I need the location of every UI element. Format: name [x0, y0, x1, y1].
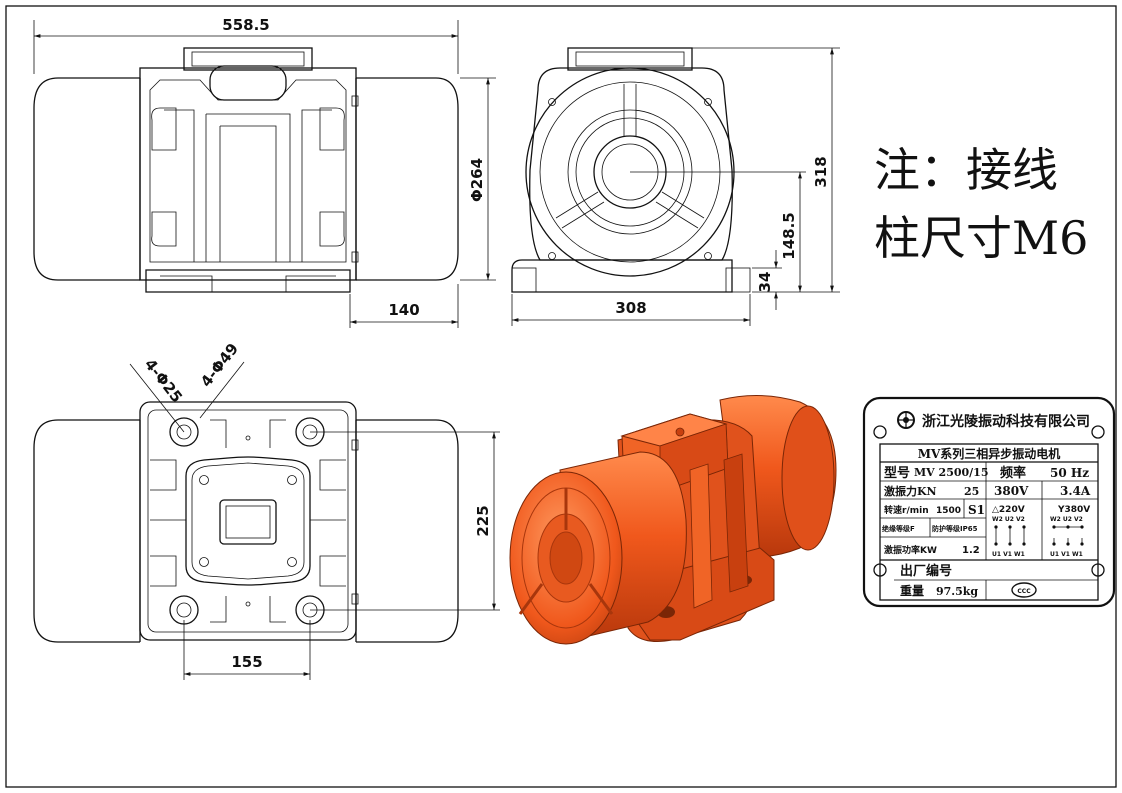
callout-holes-small: 4-Φ25 — [141, 355, 186, 406]
mount-hole-icon — [1091, 425, 1105, 439]
insulation-class: 绝缘等级F — [882, 524, 915, 533]
wye-top-terminals: W2 U2 V2 — [1050, 516, 1083, 523]
series-title: MV系列三相异步振动电机 — [918, 446, 1061, 461]
dim-overall-length: 558.5 — [222, 16, 269, 34]
power-label: 激振功率KW — [884, 544, 937, 556]
company-logo-icon — [897, 411, 915, 429]
speed-value: 1500 — [936, 506, 961, 516]
weight-label: 重量 — [900, 583, 924, 598]
delta-wiring-icon — [994, 525, 1026, 546]
frequency-value: 50 Hz — [1050, 466, 1089, 480]
motor-3d-render — [509, 395, 837, 645]
wye-connection-label: Y380V — [1057, 505, 1090, 515]
duty-value: S1 — [968, 503, 985, 517]
dim-height-148-5: 148.5 — [780, 212, 798, 259]
exciting-force-label: 激振力KN — [884, 484, 937, 498]
wiring-note: 注：接线 柱尺寸M6 — [874, 143, 1088, 265]
wye-wiring-icon — [1052, 525, 1084, 546]
protection-class: 防护等级IP65 — [932, 524, 978, 533]
serial-number-label: 出厂编号 — [900, 563, 952, 579]
voltage-value: 380V — [994, 484, 1029, 498]
dim-diameter: Φ264 — [468, 158, 486, 202]
mount-hole-icon — [873, 425, 887, 439]
ccc-certification-icon: CCC — [1011, 582, 1037, 598]
power-value: 1.2 — [962, 545, 980, 556]
note-line-1: 注：接线 — [874, 143, 1058, 197]
weight-value: 97.5kg — [936, 585, 978, 598]
note-line-2: 柱尺寸M6 — [874, 211, 1088, 265]
dim-spacing-155: 155 — [231, 653, 262, 671]
ccc-mark: CCC — [1017, 588, 1031, 595]
dim-spacing-225: 225 — [474, 505, 492, 536]
callout-holes-large: 4-Φ49 — [197, 340, 242, 391]
delta-top-terminals: W2 U2 V2 — [992, 516, 1025, 523]
exciting-force-value: 25 — [964, 485, 979, 498]
dim-base-34: 34 — [756, 272, 774, 293]
current-value: 3.4A — [1060, 484, 1091, 498]
wye-bottom-terminals: U1 V1 W1 — [1050, 551, 1083, 558]
model-label: 型号 — [884, 465, 910, 481]
front-elevation-view: 558.5 Φ264 140 — [33, 16, 496, 328]
delta-connection-label: △220V — [992, 505, 1025, 515]
dim-offset-140: 140 — [388, 301, 419, 319]
plan-view: 4-Φ25 4-Φ49 225 155 — [33, 340, 500, 680]
dim-height-318: 318 — [812, 156, 830, 187]
side-elevation-view: 318 148.5 34 308 — [511, 47, 840, 326]
speed-label: 转速r/min — [884, 504, 929, 516]
frequency-label: 频率 — [1000, 465, 1026, 481]
motor-nameplate: 浙江光陵振动科技有限公司 MV系列三相异步振动电机 型号 MV 2500/15 … — [862, 396, 1116, 608]
dim-width-308: 308 — [615, 299, 646, 317]
sheet-border — [5, 5, 1117, 788]
company-name: 浙江光陵振动科技有限公司 — [922, 413, 1090, 430]
delta-bottom-terminals: U1 V1 W1 — [992, 551, 1025, 558]
nameplate-border — [862, 396, 1116, 608]
model-value: MV 2500/15 — [914, 466, 988, 479]
